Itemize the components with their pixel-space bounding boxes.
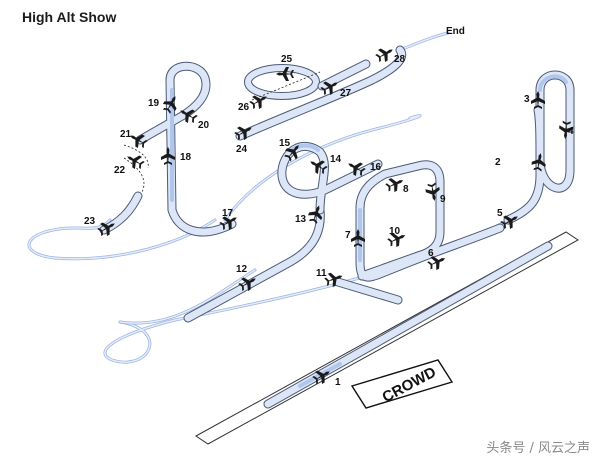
- aircraft-icon: [162, 96, 177, 114]
- aircraft-icon: [127, 155, 145, 170]
- position-label-23: 23: [84, 216, 96, 227]
- position-label-21: 21: [120, 129, 132, 140]
- aircraft-icon: [531, 91, 545, 109]
- aircraft-icon: [559, 120, 574, 139]
- aircraft-icon: [320, 81, 338, 96]
- position-label-13: 13: [295, 214, 307, 225]
- aircraft-icon: [425, 182, 440, 201]
- position-label-1: 1: [335, 377, 341, 388]
- position-label-7: 7: [345, 230, 351, 241]
- barrel-roll-ribbon: [235, 45, 407, 141]
- aircraft-icon: [500, 215, 518, 230]
- position-label-14: 14: [330, 154, 342, 165]
- position-label-19: 19: [148, 98, 160, 109]
- formation-dashes: [123, 71, 321, 193]
- aircraft-icon: [308, 205, 323, 224]
- aircraft-icon: [348, 162, 366, 177]
- position-label-2: 2: [495, 157, 501, 168]
- aircraft-icon: [385, 178, 404, 193]
- aircraft-icon: [234, 126, 252, 141]
- position-label-16: 16: [370, 162, 382, 173]
- aircraft-icon: [249, 95, 267, 110]
- aircraft-icon: [130, 134, 148, 149]
- crowd-box: CROWD: [350, 359, 454, 409]
- aircraft-icon: [310, 160, 328, 175]
- vertical-climb-ribbon: [135, 61, 237, 237]
- aircraft-icon: [180, 109, 198, 124]
- aircraft-icon: [351, 229, 365, 247]
- aircraft-layer: [97, 48, 574, 385]
- position-label-8: 8: [403, 184, 409, 195]
- aircraft-icon: [219, 216, 237, 231]
- aircraft-icon: [238, 277, 256, 292]
- position-label-17: 17: [222, 208, 234, 219]
- position-label-26: 26: [238, 102, 250, 113]
- position-label-9: 9: [440, 194, 446, 205]
- position-label-25: 25: [281, 54, 293, 65]
- watermark: 头条号 / 风云之声: [486, 441, 590, 456]
- position-label-3: 3: [524, 94, 530, 105]
- position-label-10: 10: [389, 226, 401, 237]
- position-label-6: 6: [428, 248, 434, 259]
- position-label-22: 22: [114, 165, 126, 176]
- position-label-5: 5: [497, 208, 503, 219]
- descent-ribbon: [99, 191, 143, 235]
- position-label-27: 27: [340, 88, 352, 99]
- position-label-4: 4: [568, 126, 574, 137]
- position-label-15: 15: [279, 138, 291, 149]
- position-labels: 1234567891011121314151617181920212223242…: [84, 54, 574, 388]
- position-label-28: 28: [394, 54, 406, 65]
- aircraft-icon: [97, 222, 115, 237]
- square-loop-ribbon: [355, 160, 505, 282]
- position-label-20: 20: [198, 120, 210, 131]
- end-label: End: [446, 26, 465, 37]
- aircraft-icon: [312, 370, 330, 385]
- position-label-11: 11: [316, 268, 327, 279]
- aircraft-icon: [375, 48, 393, 63]
- diagram-title: High Alt Show: [22, 9, 117, 25]
- aircraft-icon: [161, 147, 175, 165]
- aircraft-icon: [427, 256, 446, 271]
- position-label-18: 18: [180, 152, 192, 163]
- aircraft-icon: [324, 272, 343, 287]
- position-label-12: 12: [236, 264, 248, 275]
- aircraft-icon: [276, 67, 294, 81]
- aircraft-icon: [284, 145, 299, 162]
- aircraft-icon: [387, 233, 406, 248]
- position-label-24: 24: [236, 144, 248, 155]
- aircraft-icon: [531, 153, 546, 172]
